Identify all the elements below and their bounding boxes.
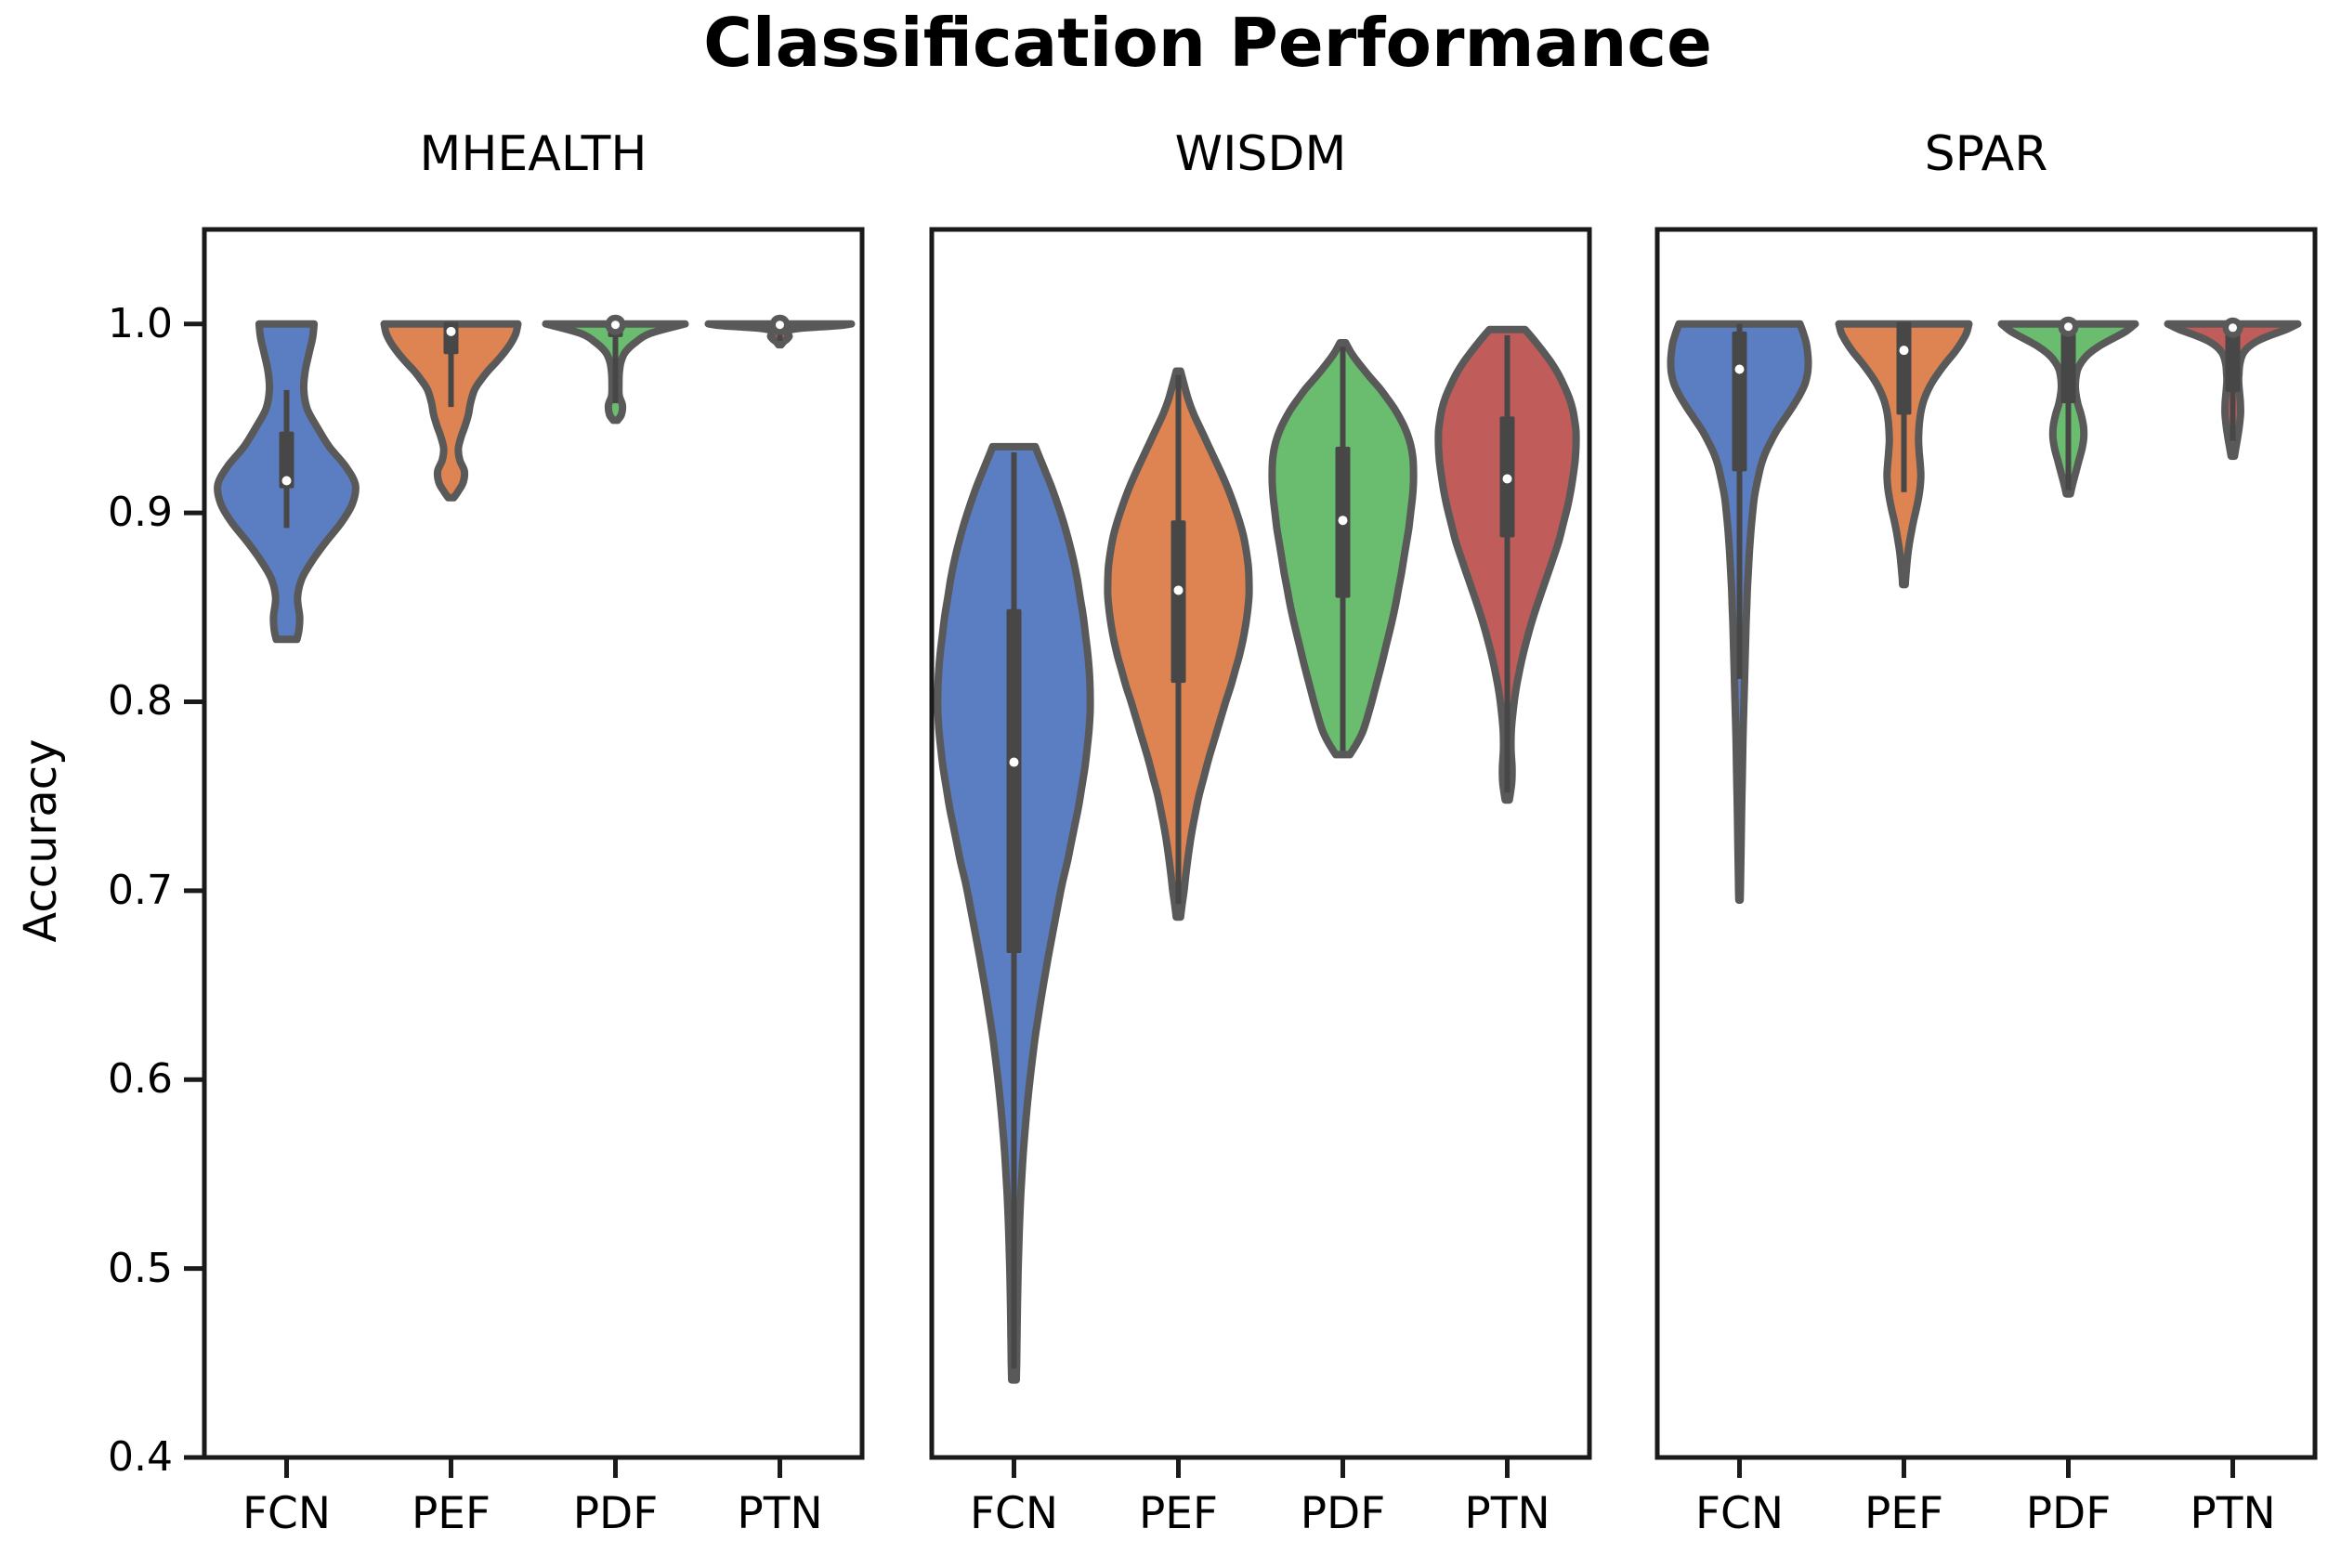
- median-dot-spar-pef: [1899, 346, 1909, 356]
- y-tick-label-0.7: 0.7: [108, 866, 173, 914]
- x-tick-label-mhealth-ptn: PTN: [737, 1488, 823, 1539]
- median-dot-mhealth-ptn: [776, 320, 784, 330]
- x-tick-label-wisdm-fcn: FCN: [969, 1488, 1059, 1539]
- x-tick-label-mhealth-fcn: FCN: [242, 1488, 332, 1539]
- axes-box-mhealth: [202, 227, 865, 1460]
- quartile-box-spar-pdf: [2060, 320, 2076, 404]
- x-tick-label-mhealth-pdf: PDF: [572, 1488, 659, 1539]
- figure-title: Classification Performance: [703, 4, 1712, 82]
- axes-box-spar: [1654, 227, 2318, 1460]
- median-dot-spar-pdf: [2064, 322, 2073, 332]
- y-tick-label-0.6: 0.6: [108, 1055, 173, 1104]
- panel-title-wisdm: WISDM: [1174, 126, 1347, 182]
- median-dot-wisdm-ptn: [1502, 474, 1512, 484]
- median-dot-wisdm-fcn: [1009, 757, 1019, 767]
- quartile-box-spar-pef: [1896, 321, 1912, 415]
- x-tick-label-wisdm-ptn: PTN: [1464, 1488, 1550, 1539]
- median-dot-wisdm-pdf: [1338, 516, 1348, 526]
- y-tick-label-0.9: 0.9: [108, 489, 173, 537]
- quartile-box-wisdm-pef: [1170, 520, 1186, 684]
- median-dot-mhealth-fcn: [281, 476, 292, 486]
- median-dot-mhealth-pef: [446, 326, 456, 336]
- median-dot-mhealth-pdf: [611, 320, 620, 330]
- violin-mhealth-pef: [380, 320, 522, 502]
- quartile-box-mhealth-fcn: [279, 431, 294, 489]
- x-tick-label-wisdm-pdf: PDF: [1300, 1488, 1386, 1539]
- median-dot-wisdm-pef: [1173, 585, 1184, 595]
- panel-title-spar: SPAR: [1924, 126, 2048, 182]
- panel-title-mhealth: MHEALTH: [419, 126, 647, 182]
- y-tick-label-0.8: 0.8: [108, 677, 173, 725]
- y-tick-label-1.0: 1.0: [108, 299, 173, 347]
- quartile-box-spar-fcn: [1732, 331, 1747, 472]
- y-tick-label-0.5: 0.5: [108, 1244, 173, 1292]
- x-tick-label-mhealth-pef: PEF: [411, 1488, 491, 1539]
- x-tick-label-spar-ptn: PTN: [2190, 1488, 2276, 1539]
- y-tick-label-0.4: 0.4: [108, 1433, 173, 1481]
- median-dot-spar-fcn: [1734, 364, 1745, 374]
- quartile-box-wisdm-fcn: [1006, 608, 1022, 953]
- x-tick-label-spar-fcn: FCN: [1694, 1488, 1785, 1539]
- quartile-box-spar-ptn: [2225, 320, 2241, 392]
- x-tick-label-spar-pdf: PDF: [2025, 1488, 2112, 1539]
- median-dot-spar-ptn: [2229, 323, 2237, 333]
- axes-box-wisdm: [929, 227, 1592, 1460]
- x-tick-label-wisdm-pef: PEF: [1138, 1488, 1219, 1539]
- x-tick-label-spar-pef: PEF: [1864, 1488, 1944, 1539]
